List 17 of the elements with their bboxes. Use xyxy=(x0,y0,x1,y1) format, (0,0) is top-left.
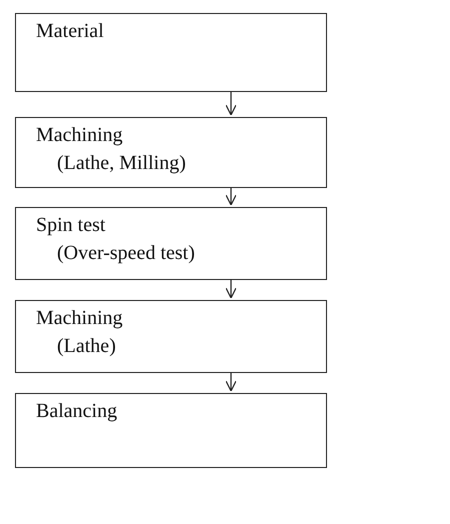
step-title: Machining xyxy=(36,307,123,329)
step-detail: (Lathe) xyxy=(57,335,116,357)
process-box xyxy=(15,207,327,280)
process-box xyxy=(15,393,327,468)
step-title: Spin test xyxy=(36,214,106,236)
step-title: Material xyxy=(36,20,104,42)
step-detail: (Lathe, Milling) xyxy=(57,152,186,174)
step-title: Balancing xyxy=(36,400,118,422)
step-title: Machining xyxy=(36,124,123,146)
arrow xyxy=(225,373,237,392)
process-box xyxy=(15,117,327,188)
process-box xyxy=(15,300,327,373)
step-detail: (Over-speed test) xyxy=(57,242,195,264)
arrow xyxy=(225,188,237,206)
arrow xyxy=(225,280,237,299)
arrow xyxy=(225,92,237,116)
process-box xyxy=(15,13,327,92)
